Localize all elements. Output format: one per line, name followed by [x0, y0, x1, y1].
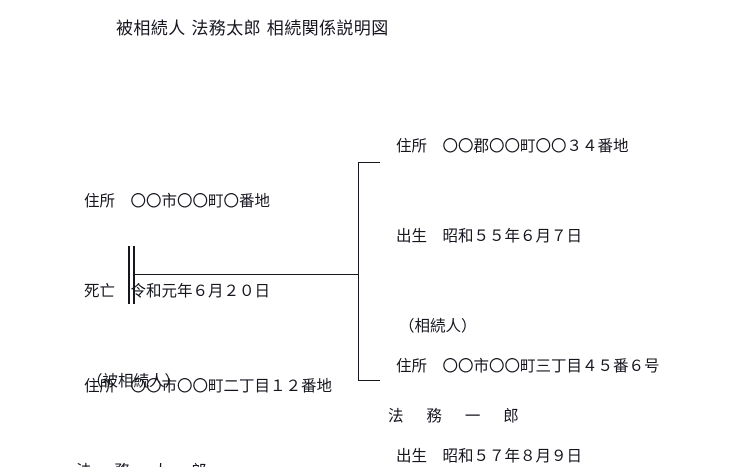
decedent-role: （被相続人）: [87, 372, 181, 390]
marriage-line-left-stroke: [128, 246, 130, 304]
person-block-child-1: 住所 〇〇郡〇〇町〇〇３４番地 出生 昭和５５年６月７日 （相続人） 法 務 一…: [388, 71, 629, 467]
marriage-line-right-stroke: [133, 246, 135, 304]
child-1-name: 法 務 一 郎: [388, 407, 528, 425]
child-2-address: 住所 〇〇市〇〇町三丁目４５番６号: [396, 357, 660, 375]
person-block-child-2: 住所 〇〇市〇〇町三丁目４５番６号 出生 昭和５７年８月９日 （相続人） 法 務…: [388, 291, 660, 467]
children-spine-line: [357, 162, 360, 381]
branch-line-child-2: [357, 379, 380, 382]
decedent-death-date: 死亡 令和元年６月２０日: [84, 282, 271, 300]
spouse-birth-date: 出生 昭和３０年４月５日: [76, 461, 332, 467]
child-1-birth-date: 出生 昭和５５年６月７日: [396, 227, 583, 245]
person-block-decedent: 住所 〇〇市〇〇町〇番地 死亡 令和元年６月２０日 （被相続人） 法 務 太 郎: [76, 126, 270, 467]
person-block-spouse: 住所 〇〇市〇〇町二丁目１２番地 出生 昭和３０年４月５日 （相続人） 法 務 …: [76, 311, 332, 467]
page-title: 被相続人 法務太郎 相続関係説明図: [116, 19, 389, 39]
child-2-birth-date: 出生 昭和５７年８月９日: [396, 447, 583, 465]
spouse-address: 住所 〇〇市〇〇町二丁目１２番地: [84, 377, 333, 395]
child-1-address: 住所 〇〇郡〇〇町〇〇３４番地: [396, 137, 629, 155]
branch-line-child-1: [357, 161, 380, 164]
child-1-role: （相続人）: [399, 317, 477, 335]
decedent-name: 法 務 太 郎: [76, 456, 270, 467]
decedent-address: 住所 〇〇市〇〇町〇番地: [84, 192, 271, 210]
descent-horizontal-line: [134, 273, 359, 276]
